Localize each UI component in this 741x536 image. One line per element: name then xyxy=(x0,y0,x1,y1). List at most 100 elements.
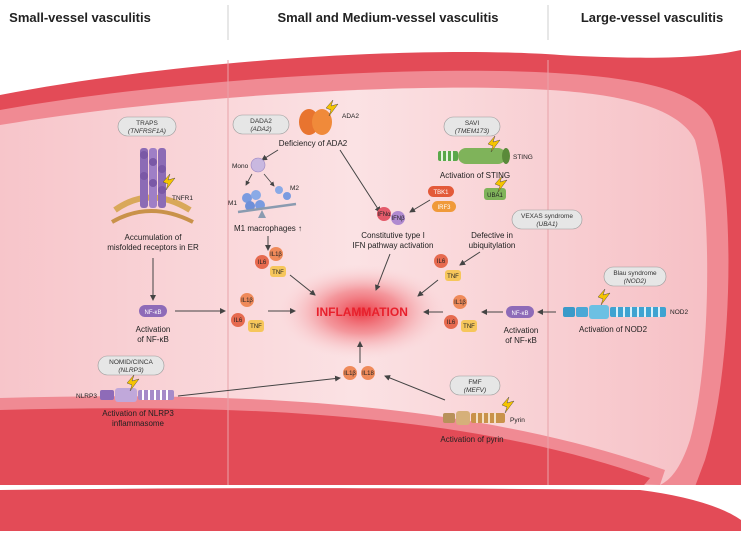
fmf-gene: (MEFV) xyxy=(464,387,486,394)
seesaw-beam xyxy=(237,202,297,214)
dada2-mutation-icon xyxy=(325,99,339,117)
nod2-mechanism: Activation of NOD2 xyxy=(579,325,648,334)
nomid-mutation-icon xyxy=(126,374,140,392)
m1-label: M1 xyxy=(228,200,237,207)
fmf-section: FMF (MEFV) Pyrin Activation of pyrin xyxy=(384,375,525,444)
tnf-right-label: TNF xyxy=(463,324,475,330)
nlrp3-label: NLRP3 xyxy=(76,393,97,400)
sting-label: STING xyxy=(513,154,533,161)
arrow-ada2-to-ifn xyxy=(339,149,381,213)
tnfr1-label: TNFR1 xyxy=(172,195,193,202)
il6-left-label: IL6 xyxy=(234,318,243,324)
ifn-mechanism-line1: Constitutive type I xyxy=(361,231,425,240)
il6-right-icon xyxy=(444,315,458,329)
traps-section: TRAPS (TNFRSF1A) TNFR1 Accumulation of m… xyxy=(107,116,226,344)
nfkb-left-mechanism-line1: Activation xyxy=(136,325,171,334)
arrow-ifn-to-inflammation xyxy=(375,253,391,291)
pyrin-label: Pyrin xyxy=(510,417,525,424)
il1b-left-label: IL1β xyxy=(241,298,253,304)
pyrin-protein xyxy=(443,411,505,425)
sting-protein xyxy=(438,148,510,164)
il6-vexas-label: IL6 xyxy=(437,259,446,265)
dada2-badge xyxy=(232,114,290,135)
tnf-vexas-icon xyxy=(445,270,461,281)
il6-left-icon xyxy=(231,313,245,327)
uba1-badge xyxy=(484,188,506,200)
vexas-mutation-icon xyxy=(494,175,508,193)
monocyte-icon xyxy=(250,157,266,173)
inflammation-center: INFLAMMATION xyxy=(277,264,447,360)
nlrp3-mechanism-line1: Activation of NLRP3 xyxy=(102,409,174,418)
arrow-ada2-to-mono xyxy=(261,149,279,161)
il1b-dada2-label: IL1β xyxy=(270,252,282,258)
vexas-badge xyxy=(511,209,583,230)
nomid-badge xyxy=(97,355,165,376)
header-row: Small-vessel vasculitis Small and Medium… xyxy=(9,5,723,40)
savi-badge xyxy=(443,116,501,137)
traps-mechanism-line1: Accumulation of xyxy=(125,233,183,242)
blau-section: Blau syndrome (NOD2) NOD2 Activation of … xyxy=(481,266,688,345)
nfkb-left-badge xyxy=(139,305,167,317)
il6-dada2-label: IL6 xyxy=(258,260,267,266)
fmf-mutation-icon xyxy=(501,396,515,414)
tnf-right-icon xyxy=(461,320,477,332)
nomid-name: NOMID/CINCA xyxy=(109,359,153,366)
arrow-dada2-cytokines-to-inflammation xyxy=(289,274,316,296)
nfkb-right-mechanism-line1: Activation xyxy=(504,326,539,335)
m2-macrophage-icon xyxy=(275,186,291,200)
arrow-pyrin-to-il18 xyxy=(384,375,446,401)
arrow-vexas-to-cytokines xyxy=(459,251,481,266)
header-small-vessel: Small-vessel vasculitis xyxy=(9,10,151,25)
blau-mutation-icon xyxy=(597,288,611,306)
er-membrane-inner xyxy=(110,209,194,224)
tbk1-badge xyxy=(428,186,454,197)
tnf-left-label: TNF xyxy=(250,324,262,330)
il18-bottom-icon xyxy=(361,366,375,380)
il6-vexas-icon xyxy=(434,254,448,268)
header-small-medium-vessel: Small and Medium-vessel vasculitis xyxy=(277,10,498,25)
ada2-label: ADA2 xyxy=(342,113,359,120)
ifnb-icon xyxy=(391,211,405,225)
cytokines-left: IL1β IL6 TNF xyxy=(231,293,296,332)
vexas-section: UBA1 VEXAS syndrome (UBA1) Defective in … xyxy=(417,175,583,297)
ubiq-mechanism-line1: Defective in xyxy=(471,231,513,240)
ifna-icon xyxy=(377,207,391,221)
mono-label: Mono xyxy=(232,163,249,170)
traps-badge xyxy=(117,116,177,137)
tnf-dada2-label: TNF xyxy=(272,270,284,276)
vexas-name: VEXAS syndrome xyxy=(521,213,573,220)
nfkb-right-badge xyxy=(506,306,534,318)
cytokines-bottom: IL1β IL18 xyxy=(343,341,375,380)
header-large-vessel: Large-vessel vasculitis xyxy=(581,10,723,25)
traps-mechanism-line2: misfolded receptors in ER xyxy=(107,243,199,252)
ifnb-label: IFNβ xyxy=(391,216,405,222)
il1b-right-label: IL1β xyxy=(454,300,466,306)
blau-badge xyxy=(603,266,667,287)
pyrin-mechanism: Activation of pyrin xyxy=(440,435,503,444)
traps-name: TRAPS xyxy=(136,120,158,127)
ubiq-mechanism-line2: ubiquitylation xyxy=(469,241,516,250)
nfkb-left-mechanism-line2: of NF-κB xyxy=(137,335,169,344)
tbk1-label: TBK1 xyxy=(433,190,449,196)
savi-section: SAVI (TMEM173) STING Activation of STING… xyxy=(353,116,533,291)
arrow-sting-to-ifn xyxy=(409,199,431,213)
blau-gene: (NOD2) xyxy=(624,278,646,285)
il6-right-label: IL6 xyxy=(447,320,456,326)
il6-dada2-icon xyxy=(255,255,269,269)
sting-mechanism: Activation of STING xyxy=(440,171,510,180)
fmf-name: FMF xyxy=(468,379,481,386)
irf3-badge xyxy=(432,201,456,212)
dada2-gene: (ADA2) xyxy=(250,126,271,133)
m1-mechanism: M1 macrophages ↑ xyxy=(234,224,302,233)
arrow-mono-to-m1 xyxy=(245,173,253,186)
vexas-gene: (UBA1) xyxy=(536,221,557,228)
tnfr1-receptor xyxy=(140,148,166,208)
ifn-mechanism-line2: IFN pathway activation xyxy=(353,241,434,250)
nomid-gene: (NLRP3) xyxy=(118,367,143,374)
savi-name: SAVI xyxy=(465,120,480,127)
ada2-protein xyxy=(299,109,332,135)
irf3-label: IRF3 xyxy=(437,205,451,211)
m2-label: M2 xyxy=(290,185,299,192)
